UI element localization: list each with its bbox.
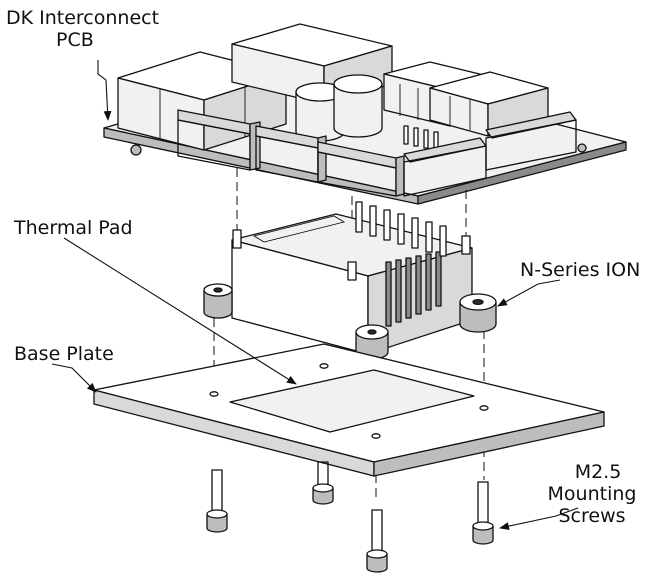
pcb-standoff xyxy=(130,144,142,156)
pcb-board-edge-side xyxy=(417,141,627,205)
leader-pcb xyxy=(97,60,112,121)
pcb-capacitor xyxy=(333,74,383,138)
base-plate-hole xyxy=(319,363,329,369)
ion-alignment-post xyxy=(347,261,357,281)
dk-interconnect-pcb xyxy=(103,23,627,205)
mounting-screw xyxy=(472,481,494,545)
base-plate-side-edge xyxy=(373,411,605,477)
leader-thermal-pad xyxy=(63,237,297,385)
ion-alignment-post xyxy=(461,235,471,255)
pcb-standoff xyxy=(577,143,587,153)
label-ion: N-Series ION xyxy=(520,259,640,281)
base-plate-hole xyxy=(209,391,219,397)
n-series-ion-module xyxy=(203,201,497,360)
leader-ion xyxy=(497,279,561,307)
mounting-screw xyxy=(366,509,388,573)
pcb-terminal-block xyxy=(485,111,577,171)
base-plate-hole xyxy=(479,405,489,411)
mounting-screw xyxy=(206,469,228,533)
ion-fins xyxy=(385,251,442,327)
pcb-header-block xyxy=(429,71,549,137)
ion-mounting-boss xyxy=(459,293,497,333)
label-screws-line3: Screws xyxy=(558,505,625,527)
label-thermal-pad: Thermal Pad xyxy=(13,217,133,239)
leader-lines xyxy=(51,60,579,531)
ion-signal-pins xyxy=(355,201,447,257)
callout-labels: DK Interconnect PCB Thermal Pad N-Series… xyxy=(6,7,640,527)
label-pcb-line2: PCB xyxy=(56,29,94,51)
label-base-plate: Base Plate xyxy=(14,343,114,365)
ion-mounting-boss xyxy=(203,283,233,319)
mounting-screw xyxy=(312,461,334,505)
pcb-pin-header xyxy=(403,125,439,151)
leader-screws xyxy=(499,507,579,531)
label-screws-line2: Mounting xyxy=(548,483,637,505)
ion-alignment-post xyxy=(232,229,242,249)
thermal-pad xyxy=(229,369,475,433)
ion-mounting-boss xyxy=(355,324,389,360)
label-pcb-line1: DK Interconnect xyxy=(6,7,159,29)
ion-connector-pins xyxy=(252,215,346,243)
base-plate-hole xyxy=(371,433,381,439)
label-screws-line1: M2.5 xyxy=(575,461,622,483)
leader-base-plate xyxy=(51,363,97,393)
